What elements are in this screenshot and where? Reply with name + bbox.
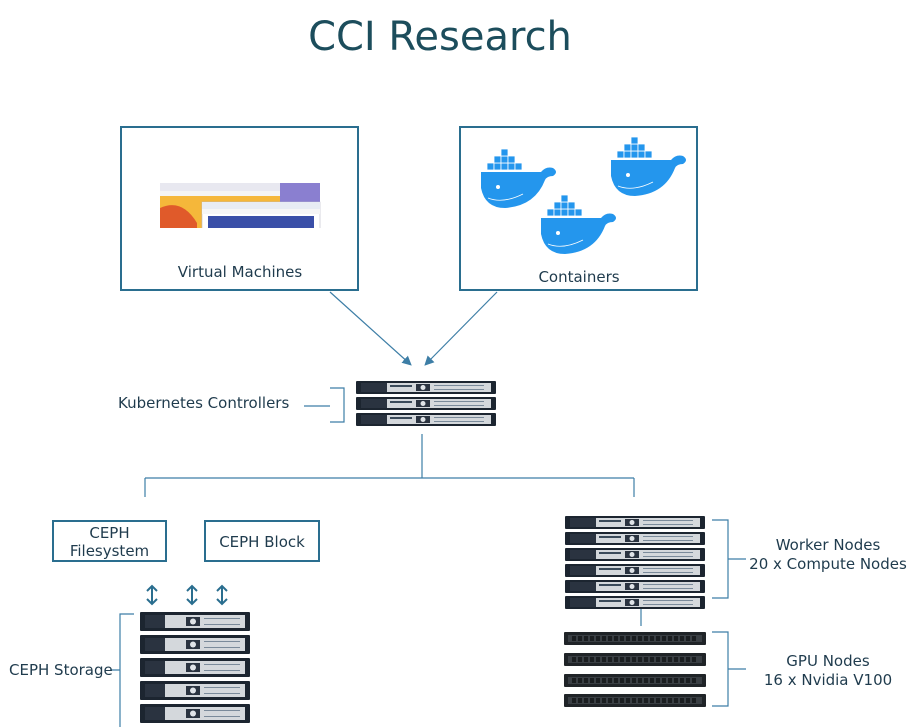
worker-bracket xyxy=(712,519,746,599)
gpu-bracket xyxy=(712,631,746,707)
ceph-storage-servers xyxy=(140,612,250,723)
gpu-nodes-line1: GPU Nodes xyxy=(786,652,870,670)
ceph-io-arrows xyxy=(146,584,228,606)
worker-nodes-line2: 20 x Compute Nodes xyxy=(749,555,907,573)
ceph-block-label: CEPH Block xyxy=(219,533,305,551)
worker-servers xyxy=(565,516,705,609)
page-title: CCI Research xyxy=(308,14,572,60)
docker-whale-icon xyxy=(481,148,556,208)
docker-whales-image xyxy=(481,136,687,255)
ceph-filesystem-line1: CEPH xyxy=(89,524,130,542)
k8s-bracket xyxy=(304,387,345,423)
ceph-storage-bracket xyxy=(110,613,134,727)
kubernetes-label: Kubernetes Controllers xyxy=(118,394,290,412)
gpu-servers xyxy=(564,632,706,707)
ceph-block-box: CEPH Block xyxy=(204,520,320,562)
ceph-filesystem-line2: Filesystem xyxy=(69,542,150,560)
ceph-storage-label: CEPH Storage xyxy=(9,661,113,679)
gpu-nodes-label: GPU Nodes 16 x Nvidia V100 xyxy=(745,652,911,690)
vm-screenshots-image xyxy=(160,183,321,228)
containers-to-k8s-arrow xyxy=(424,291,498,366)
kubernetes-servers xyxy=(356,381,496,426)
ceph-filesystem-box: CEPH Filesystem xyxy=(52,520,167,562)
virtual-machines-box: Virtual Machines xyxy=(120,126,359,291)
vm-label: Virtual Machines xyxy=(177,263,303,281)
containers-box: Containers xyxy=(459,126,698,291)
gpu-nodes-line2: 16 x Nvidia V100 xyxy=(763,671,893,689)
containers-label: Containers xyxy=(538,268,620,286)
worker-nodes-line1: Worker Nodes xyxy=(775,536,881,554)
worker-nodes-label: Worker Nodes 20 x Compute Nodes xyxy=(745,536,911,574)
vm-to-k8s-arrow xyxy=(329,291,412,366)
